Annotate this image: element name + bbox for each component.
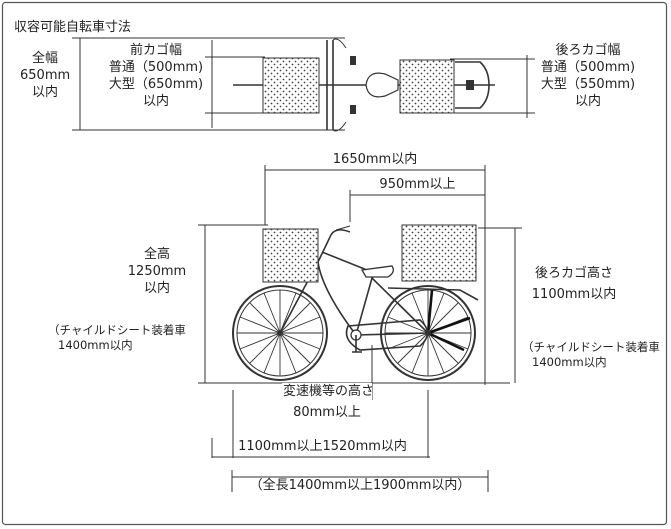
child-seat-right-label: （チャイルドシート装着車 1400mm以内	[522, 340, 660, 370]
rear-basket-height-title: 後ろカゴ高さ	[534, 266, 613, 281]
child-seat-left-label: （チャイルドシート装着車 1400mm以内	[48, 323, 186, 353]
gear-height-label: 変速機等の高さ 80mm以上	[282, 383, 375, 421]
wheel-span-label: 1100mm以上1520mm以内	[238, 439, 407, 454]
child-seat-right-value: 1400mm以内	[532, 355, 607, 369]
rear-basket-standard: 普通（500mm)	[540, 60, 636, 75]
total-length-label: （全長1400mm以上1900mm以内）	[249, 478, 471, 493]
saddle-top	[365, 72, 399, 98]
front-basket-side	[262, 228, 319, 283]
front-basket-title: 前カゴ幅	[129, 43, 182, 58]
gear-height-value: 80mm以上	[293, 405, 361, 420]
front-basket-width-label: 前カゴ幅 普通（500mm) 大型（650mm) 以内	[100, 42, 212, 110]
front-basket-large: 大型（650mm)	[108, 77, 204, 92]
total-height-value: 1250mm	[127, 264, 187, 279]
rear-basket-suffix: 以内	[574, 94, 601, 109]
top-view	[72, 37, 535, 132]
rear-basket-large: 大型（550mm)	[540, 77, 636, 92]
gear-height-title: 変速機等の高さ	[282, 383, 375, 400]
total-height-label: 全高 1250mm 以内	[112, 246, 202, 297]
rear-basket-width-label: 後ろカゴ幅 普通（500mm) 大型（550mm) 以内	[532, 42, 644, 110]
child-seat-left-title: （チャイルドシート装着車	[48, 323, 186, 337]
total-height-title: 全高	[143, 247, 170, 262]
child-seat-right-title: （チャイルドシート装着車	[522, 340, 660, 354]
total-height-suffix: 以内	[143, 281, 170, 296]
rear-basket-height-value: 1100mm以内	[531, 287, 617, 302]
diagram-title: 収容可能自転車寸法	[14, 20, 132, 35]
front-basket-standard: 普通（500mm)	[108, 60, 204, 75]
rear-basket-top	[399, 59, 455, 114]
full-width-title: 全幅	[31, 51, 58, 66]
full-width-suffix: 以内	[31, 85, 58, 100]
rear-reach-label: 950mm以上	[379, 177, 456, 192]
child-seat-left-value: 1400mm以内	[58, 338, 133, 352]
rear-basket-title: 後ろカゴ幅	[555, 43, 621, 58]
saddle-side	[360, 265, 394, 278]
rear-basket-side	[401, 224, 477, 282]
bicycle-frame	[279, 225, 479, 353]
full-width-label: 全幅 650mm 以内	[20, 50, 70, 101]
front-basket-suffix: 以内	[142, 94, 169, 109]
wheelbase-max-label: 1650mm以内	[332, 152, 418, 167]
full-width-value: 650mm	[20, 68, 71, 83]
front-basket-top	[262, 57, 320, 114]
rear-basket-height-label: 後ろカゴ高さ 1100mm以内	[522, 265, 626, 303]
